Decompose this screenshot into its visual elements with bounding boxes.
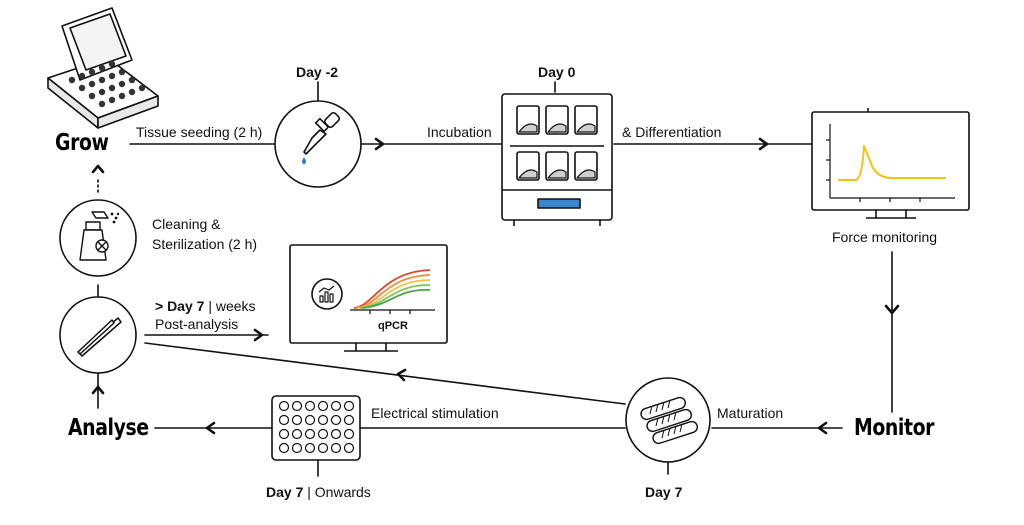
- dropper-icon: [274, 100, 362, 188]
- stage-grow: Grow: [55, 130, 109, 156]
- tissue-bundle-icon: [625, 377, 711, 463]
- arrow-left-1: [817, 421, 828, 435]
- sterilization-label: Sterilization (2 h): [152, 236, 258, 252]
- tissue-seeding-label: Tissue seeding (2 h): [136, 124, 263, 140]
- day7-onwards-tail: | Onwards: [307, 484, 371, 500]
- day7-weeks-label: > Day 7 | weeks: [155, 298, 256, 314]
- arrow-left-2: [205, 421, 216, 435]
- stage-monitor: Monitor: [854, 415, 935, 441]
- day7-bottom-label: Day 7: [645, 484, 683, 500]
- day-minus2-label: Day -2: [296, 64, 339, 80]
- cleaning-label: Cleaning &: [152, 216, 221, 232]
- arrow-up-2: [91, 164, 105, 174]
- electrical-stimulation-label: Electrical stimulation: [371, 405, 499, 421]
- tissue-box-icon: [47, 7, 159, 129]
- arrow-up-1: [91, 385, 105, 395]
- post-analysis-label: Post-analysis: [155, 316, 239, 332]
- day7-weeks-day: > Day 7: [155, 298, 205, 314]
- day7-onwards-label: Day 7 | Onwards: [266, 484, 371, 500]
- arrow-diag: [396, 368, 407, 382]
- day0-label: Day 0: [538, 64, 576, 80]
- connector-bundle-tweezers: [144, 342, 626, 405]
- qpcr-label: qPCR: [378, 320, 408, 332]
- maturation-label: Maturation: [717, 405, 784, 421]
- well-plate-icon: [271, 395, 361, 461]
- arrow-right-3: [253, 328, 264, 342]
- day7-onwards-day: Day 7: [266, 484, 304, 500]
- day7-weeks-tail: | weeks: [208, 298, 256, 314]
- spray-bottle-icon: [59, 199, 137, 277]
- arrow-down-1: [884, 304, 900, 315]
- qpcr-monitor-icon: [289, 244, 448, 352]
- stage-analyse: Analyse: [68, 415, 149, 441]
- arrow-right-2: [758, 137, 769, 151]
- differentiation-label: & Differentiation: [622, 124, 722, 140]
- force-monitoring-label: Force monitoring: [832, 229, 938, 245]
- incubator-icon: [501, 93, 613, 226]
- monitor-icon: [811, 108, 970, 219]
- arrow-right-1: [374, 137, 385, 151]
- incubation-label: Incubation: [427, 124, 492, 140]
- tweezers-icon: [59, 296, 137, 374]
